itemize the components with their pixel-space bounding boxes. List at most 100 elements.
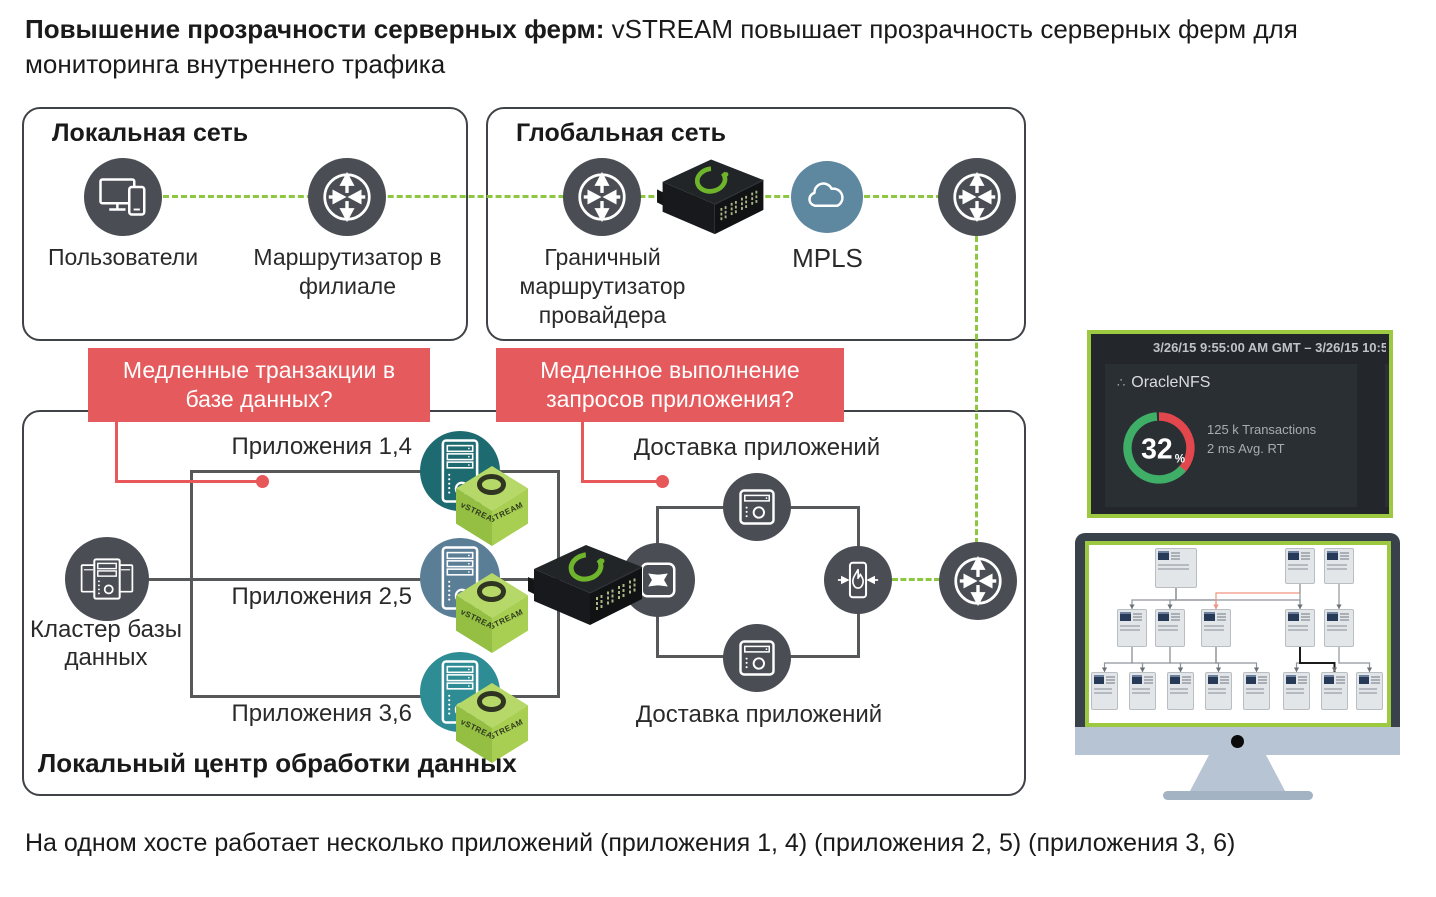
connector-line — [145, 578, 191, 581]
dashboard-card-partial — [1385, 364, 1389, 507]
topology-node — [1205, 672, 1232, 710]
server-box-glyph — [739, 489, 775, 525]
node-screen-icon — [1158, 551, 1169, 560]
monitor-base — [1163, 791, 1313, 800]
delivery-top-label: Доставка приложений — [633, 434, 881, 461]
topology-node — [1356, 672, 1383, 710]
app-delivery-icon-top — [723, 473, 791, 541]
callout-db-connector — [115, 420, 118, 483]
callout-db-connector — [115, 480, 261, 483]
callout-db-text: Медленные транзакции в базе данных? — [122, 357, 396, 412]
dashboard-stats: 125 k Transactions 2 ms Avg. RT — [1207, 420, 1316, 458]
callout-app-connector — [581, 480, 663, 483]
server-cluster-glyph — [80, 558, 134, 600]
delivery-bottom-label: Доставка приложений — [635, 701, 883, 728]
node-screen-icon — [1094, 675, 1104, 684]
page-title-rest: vSTREAM повышает прозрачность серверных … — [611, 14, 1298, 44]
topology-node — [1324, 548, 1354, 584]
firewall-glyph — [837, 561, 879, 599]
wan-router-icon — [938, 158, 1016, 236]
vstream-appliance-dc — [527, 537, 649, 632]
page-title-bold: Повышение прозрачности серверных ферм: — [25, 14, 605, 44]
monitor-phone-glyph — [99, 178, 146, 216]
callout-app-text: Медленное выполнение запросов приложения… — [540, 357, 800, 412]
camera-dot-icon — [1231, 735, 1244, 748]
dashboard-timestamp: 3/26/15 9:55:00 AM GMT – 3/26/15 10:5 — [1153, 340, 1386, 355]
monitor-stand — [1190, 755, 1285, 791]
dashboard-panel: 3/26/15 9:55:00 AM GMT – 3/26/15 10:5 ∴ O… — [1087, 330, 1393, 518]
edge-router-label: Граничный маршрутизатор провайдера — [519, 244, 686, 328]
node-screen-icon — [1286, 675, 1296, 684]
node-screen-icon — [1327, 551, 1338, 560]
topology-map — [1089, 545, 1387, 723]
topology-node — [1285, 548, 1315, 584]
topology-node — [1243, 672, 1270, 710]
lan-box: Локальная сеть — [22, 107, 468, 341]
appliance-glyph — [657, 159, 764, 235]
router-glyph — [953, 171, 1001, 223]
callout-app-dot — [656, 475, 669, 488]
users-icon — [84, 158, 162, 236]
vstream-cube-3: vSTREAM vSTREAM — [456, 683, 528, 763]
wan-title: Глобальная сеть — [516, 119, 726, 147]
topology-node — [1167, 672, 1194, 710]
callout-db-dot — [256, 475, 269, 488]
connector-line — [190, 470, 560, 473]
branch-router-icon — [308, 158, 386, 236]
node-screen-icon — [1170, 675, 1180, 684]
db-cluster-icon — [65, 537, 149, 621]
node-screen-icon — [1359, 675, 1369, 684]
connector-line — [190, 578, 560, 581]
node-screen-icon — [1327, 612, 1338, 621]
topology-node — [1283, 672, 1310, 710]
wan-dashed-link — [163, 195, 942, 198]
node-screen-icon — [1324, 675, 1334, 684]
node-screen-icon — [1288, 551, 1299, 560]
connector-line — [190, 470, 193, 698]
monitor-screen — [1085, 541, 1391, 727]
mpls-cloud-icon — [791, 161, 863, 233]
users-label: Пользователи — [47, 244, 199, 270]
topology-node — [1324, 609, 1354, 647]
topology-node — [1091, 672, 1118, 710]
apps-label-3: Приложения 3,6 — [231, 700, 412, 727]
app-dots-icon: ∴ — [1117, 375, 1126, 390]
page-title: Повышение прозрачности серверных ферм: v… — [25, 12, 1425, 82]
gauge: 32 % — [1117, 406, 1201, 490]
topology-node — [1117, 609, 1147, 647]
gauge-value: 32 — [1141, 434, 1173, 466]
topology-node — [1155, 548, 1197, 588]
apps-label-2: Приложения 2,5 — [231, 583, 412, 610]
server-box-glyph — [739, 640, 775, 676]
db-cluster-label: Кластер базы данных — [30, 616, 182, 671]
lan-title: Локальная сеть — [52, 119, 249, 147]
gauge-unit: % — [1175, 454, 1185, 466]
topology-node — [1155, 609, 1185, 647]
router-glyph — [323, 171, 371, 223]
vstream-cube-1: vSTREAM vSTREAM — [456, 466, 528, 546]
datacenter-title: Локальный центр обработки данных — [38, 748, 517, 778]
mpls-label: MPLS — [792, 243, 863, 273]
stat-avg-rt: 2 ms Avg. RT — [1207, 441, 1285, 456]
topology-node — [1285, 609, 1315, 647]
gauge-ring: 32 % — [1123, 412, 1195, 484]
callout-db: Медленные транзакции в базе данных? — [88, 348, 430, 422]
topology-connections — [1101, 584, 1373, 672]
callout-app: Медленное выполнение запросов приложения… — [496, 348, 844, 422]
page-title-line2: мониторинга внутреннего трафика — [25, 49, 446, 79]
node-screen-icon — [1132, 675, 1142, 684]
node-screen-icon — [1288, 612, 1299, 621]
app-delivery-icon-bottom — [723, 624, 791, 692]
appliance-glyph — [528, 545, 643, 625]
dashboard-app-row: ∴ OracleNFS — [1117, 374, 1210, 392]
topology-node — [1321, 672, 1348, 710]
edge-router-icon — [563, 158, 641, 236]
footer-note: На одном хосте работает несколько прилож… — [25, 829, 1236, 857]
connector-line — [190, 695, 560, 698]
vstream-cube-2: vSTREAM vSTREAM — [456, 573, 528, 653]
topology-node — [1201, 609, 1231, 647]
node-screen-icon — [1158, 612, 1169, 621]
router-glyph — [578, 171, 626, 223]
dashboard-app-name: OracleNFS — [1131, 374, 1211, 391]
callout-app-connector — [581, 420, 584, 483]
